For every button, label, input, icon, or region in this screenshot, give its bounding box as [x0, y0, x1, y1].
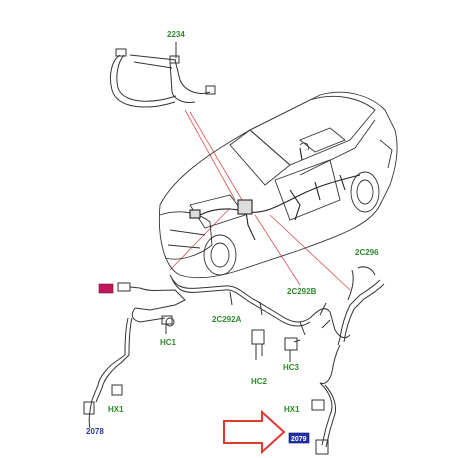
harness-2c296: [311, 266, 385, 455]
callout-hc2: HC2: [251, 377, 268, 386]
callout-2079: 2079: [291, 436, 307, 443]
callout-2c292a: 2C292A: [212, 315, 242, 324]
upper-harness-detail: [109, 42, 216, 108]
callout-2c296: 2C296: [355, 248, 379, 257]
highlight-box-right: [288, 432, 310, 444]
vehicle-outline: [158, 91, 398, 279]
callout-hx1-right: HX1: [284, 405, 300, 414]
vehicle-harness: [189, 147, 361, 241]
connectors-hc2-hc3: [251, 329, 301, 362]
harness-2c292a: [117, 274, 311, 336]
callout-2234: 2234: [167, 30, 185, 39]
callout-hc3: HC3: [283, 363, 300, 372]
callout-hx1-left: HX1: [108, 405, 124, 414]
red-outline-arrow-icon: [223, 409, 286, 455]
callout-2c292b: 2C292B: [287, 287, 317, 296]
highlight-box-left: [98, 283, 114, 294]
harness-2078: [83, 317, 133, 429]
harness-2c292b: [309, 302, 351, 339]
callout-hc1: HC1: [160, 338, 177, 347]
callout-2078: 2078: [86, 427, 104, 436]
